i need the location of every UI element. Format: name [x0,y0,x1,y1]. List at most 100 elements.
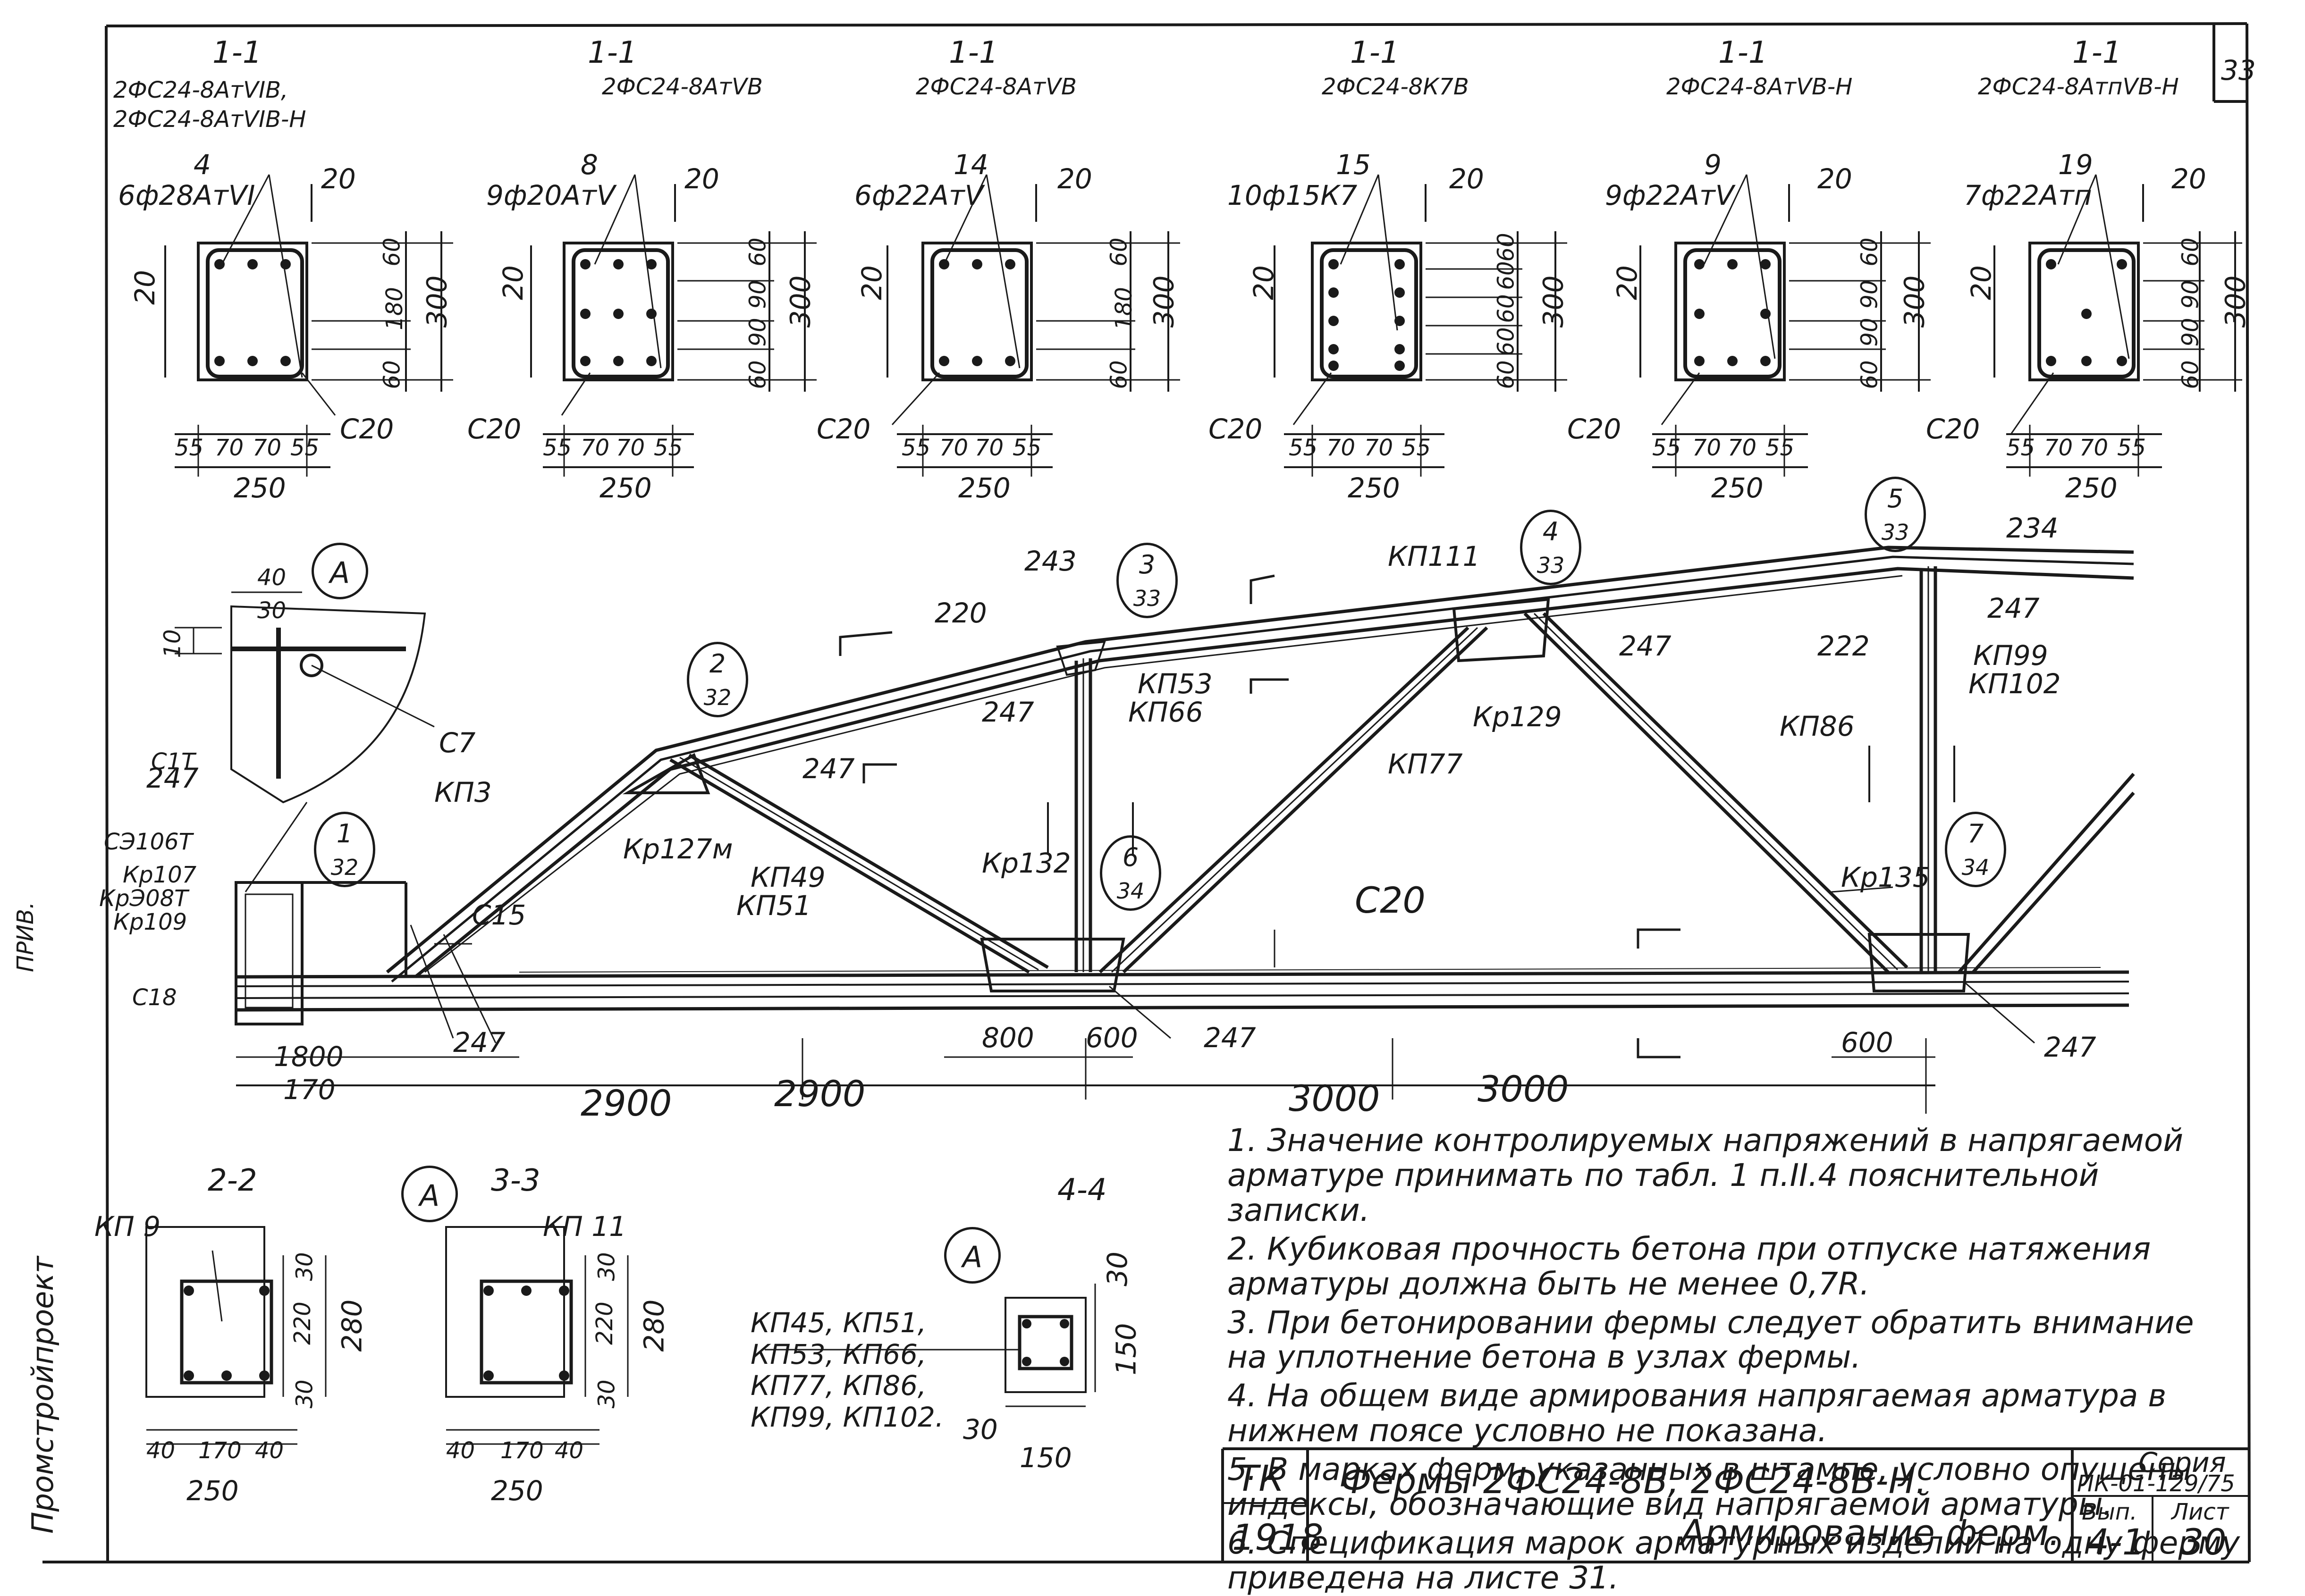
dim-v: 60 [1493,327,1520,356]
dim-v: 90 [2177,318,2204,347]
dim: 30 [291,1379,318,1409]
cover-side: 20 [1611,265,1643,300]
left-margin-org: Промстройпроект [25,1256,60,1534]
section-title: 2ФС24-8АтVВ-Н [1666,74,1853,100]
dim: 170 [500,1437,544,1464]
dim-v: 90 [2177,280,2204,309]
dim-v: 60 [379,360,405,389]
truss-label-kp49: КП49 [751,861,826,893]
truss-label-222: 222 [1817,630,1870,662]
detail-dim: 40 [257,564,287,591]
rebar-spec: 7ф22Атп [1964,179,2092,211]
note-item: 1. Значение контролируемых напряжений в … [1227,1122,2184,1228]
cover-side: 20 [1247,265,1280,300]
rebar-spec: 9ф22АтV [1605,179,1734,211]
truss-label-kp77: КП77 [1388,748,1463,780]
dim-h: 70 [939,435,969,461]
node-callout: 3 33 [1116,543,1178,618]
truss-label-220: 220 [935,597,987,629]
rebar-spec: 10ф15К7 [1227,179,1358,211]
dim-h: 70 [1364,435,1393,461]
note-item: 5. В марках ферм, указанных в штампе, ус… [1227,1451,2192,1523]
truss-dim-600: 600 [1086,1022,1138,1054]
truss-label-kp135: Кр135 [1841,861,1930,893]
cover-side: 20 [1965,265,1997,300]
rebar-position: 15 [1336,149,1371,181]
truss-label-247: 247 [1204,1022,1256,1054]
dim-h: 55 [654,435,683,461]
truss-label-kp132: Кр132 [982,847,1071,879]
title-block-subtitle: Армирование ферм. [1680,1512,2060,1554]
dim-height: 300 [1898,275,1931,328]
dim-v: 90 [1856,318,1883,347]
dim-h: 55 [1765,435,1795,461]
dim-h: 55 [175,435,204,461]
dim-h: 70 [2044,435,2073,461]
dim-h: 55 [1013,435,1042,461]
dim-v: 60 [379,237,405,267]
cover-top: 20 [1817,163,1852,195]
detail-a-marker: А [312,543,368,599]
truss-label-243: 243 [1024,545,1077,577]
stirrup-label: С20 [467,413,522,445]
node-callout: 2 32 [687,642,748,717]
dim-h: 55 [1402,435,1431,461]
dim: 220 [289,1302,316,1345]
truss-dim-3000: 3000 [1289,1077,1380,1119]
truss-dim-2900: 2900 [774,1073,866,1115]
truss-dim-800: 800 [982,1022,1034,1054]
dim-h: 55 [543,435,572,461]
cover-top: 20 [321,163,356,195]
end-block-label: КрЭ08Т [99,885,188,912]
end-block-label: Кр109 [113,909,187,935]
cover-side: 20 [128,270,161,305]
truss-dim-170: 170 [283,1074,336,1106]
section-mark: 1-1 [588,35,637,70]
dim: 150 [1020,1442,1072,1474]
truss-label-kp66: КП66 [1128,696,1203,728]
section-mark: 1-1 [949,35,998,70]
dim-height: 300 [1148,275,1180,328]
truss-label-c15: С15 [472,899,526,931]
dim: 250 [491,1475,543,1507]
rebar-position: 9 [1704,149,1722,181]
dim-width: 250 [1711,472,1764,504]
detail-a-marker: А [944,1227,1001,1284]
sheet-page-number: 33 [2221,54,2256,86]
dim-v: 60 [744,360,771,389]
dim: 40 [446,1437,475,1464]
truss-label-kp51: КП51 [736,890,811,922]
stirrup-label: С20 [1926,413,1980,445]
rebar-position: 4 [194,149,211,181]
left-margin-inv: ПРИВ. [12,901,39,972]
truss-dim-1800: 1800 [274,1041,344,1073]
dim-v: 180 [381,287,408,330]
truss-label-247: 247 [453,1026,506,1058]
truss-label-247: 247 [1987,592,2040,624]
rebar-position: 8 [581,149,598,181]
end-block-label: С18 [132,984,177,1011]
node-callout: 5 33 [1865,477,1926,552]
detail-label: С7 [439,727,476,759]
dim: 30 [1101,1252,1133,1286]
rebar-spec: 9ф20АтV [486,179,616,211]
truss-label-kp99: КП99 [1973,639,2048,672]
node-callout: 1 32 [314,812,375,887]
truss-label-c20: С20 [1355,879,1426,921]
rebar-position: 19 [2058,149,2093,181]
dim-v: 60 [1493,294,1520,323]
section-mark-4-4: 4-4 [1057,1173,1107,1208]
dim-v: 90 [744,318,771,347]
rebar-spec: 6ф22АтV [854,179,984,211]
truss-label-kp53: КП53 [1138,668,1213,700]
truss-label-234: 234 [2006,512,2059,544]
dim: 30 [291,1252,318,1281]
section-mark: 1-1 [212,35,262,70]
dim-height: 300 [421,275,453,328]
dim-v: 60 [1493,261,1520,290]
dim: 40 [255,1437,284,1464]
dim-height: 300 [1537,275,1570,328]
stirrup-label: С20 [340,413,394,445]
cover-side: 20 [497,265,529,300]
